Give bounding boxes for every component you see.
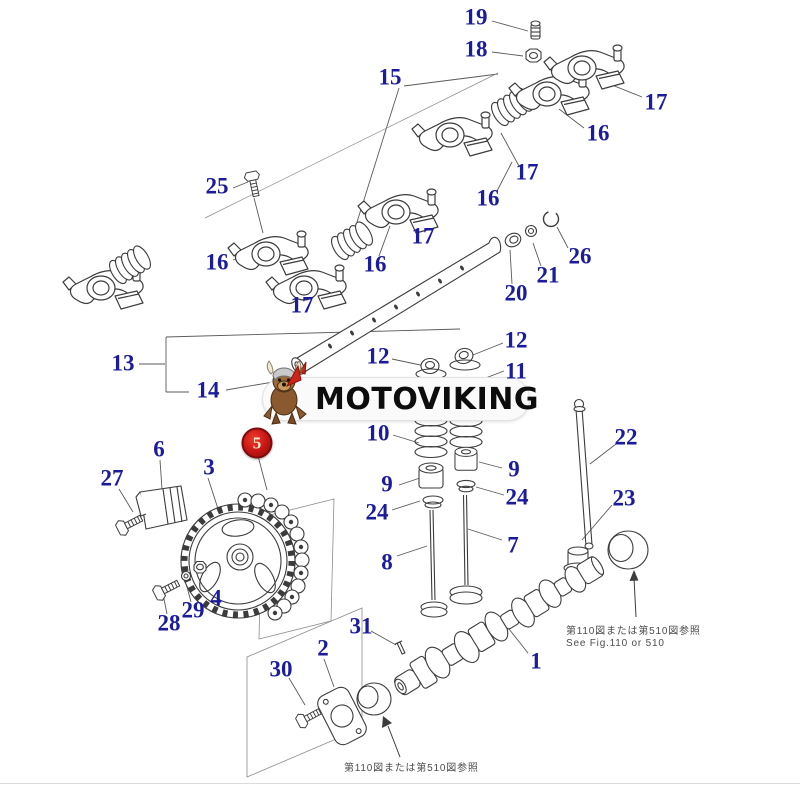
pin-31 <box>394 640 406 655</box>
right-note-en: See Fig.110 or 510 <box>566 638 665 649</box>
guide-9-left <box>418 462 444 489</box>
right-reference-note: 第110図または第510図参照 See Fig.110 or 510 <box>566 626 701 650</box>
page-divider <box>0 783 800 784</box>
bolt-28 <box>150 575 183 603</box>
valve-8 <box>420 509 448 618</box>
camshaft <box>394 556 605 696</box>
rocker-arm-group <box>62 44 625 310</box>
front-bushing <box>356 682 392 716</box>
bottom-reference-note: 第110図または第510図参照 <box>344 763 479 775</box>
valve-train <box>414 347 483 618</box>
fasteners-top <box>243 20 542 199</box>
retainer-12-left <box>420 357 440 375</box>
leader-lines <box>118 20 643 706</box>
timing-drive <box>113 485 335 640</box>
cam-bushing-rear <box>607 530 649 570</box>
retainer-12-right <box>454 347 474 365</box>
right-note-jp: 第110図または第510図参照 <box>566 626 701 637</box>
seal-24-left <box>422 495 444 509</box>
plate-2 <box>317 686 367 746</box>
guide-9-right <box>454 446 478 471</box>
plug-20 <box>504 232 522 248</box>
pushrod-tappet <box>563 398 649 578</box>
tensioner-6 <box>135 485 188 530</box>
sprocket-3 <box>180 503 296 619</box>
red-arrow-icon <box>285 364 302 388</box>
chain-5 <box>237 492 310 621</box>
nut-4 <box>193 560 207 574</box>
reference-arrows <box>382 570 639 758</box>
watermark-pill: MOTOVIKING <box>262 377 539 421</box>
snap-ring-26 <box>542 210 560 228</box>
brand-logo-text: MOTOVIKING <box>315 381 540 417</box>
seal-24-right <box>456 479 476 493</box>
bottom-note-jp: 第110図または第510図参照 <box>344 763 479 774</box>
valve-7 <box>449 494 483 605</box>
front-cover-group <box>246 607 406 778</box>
